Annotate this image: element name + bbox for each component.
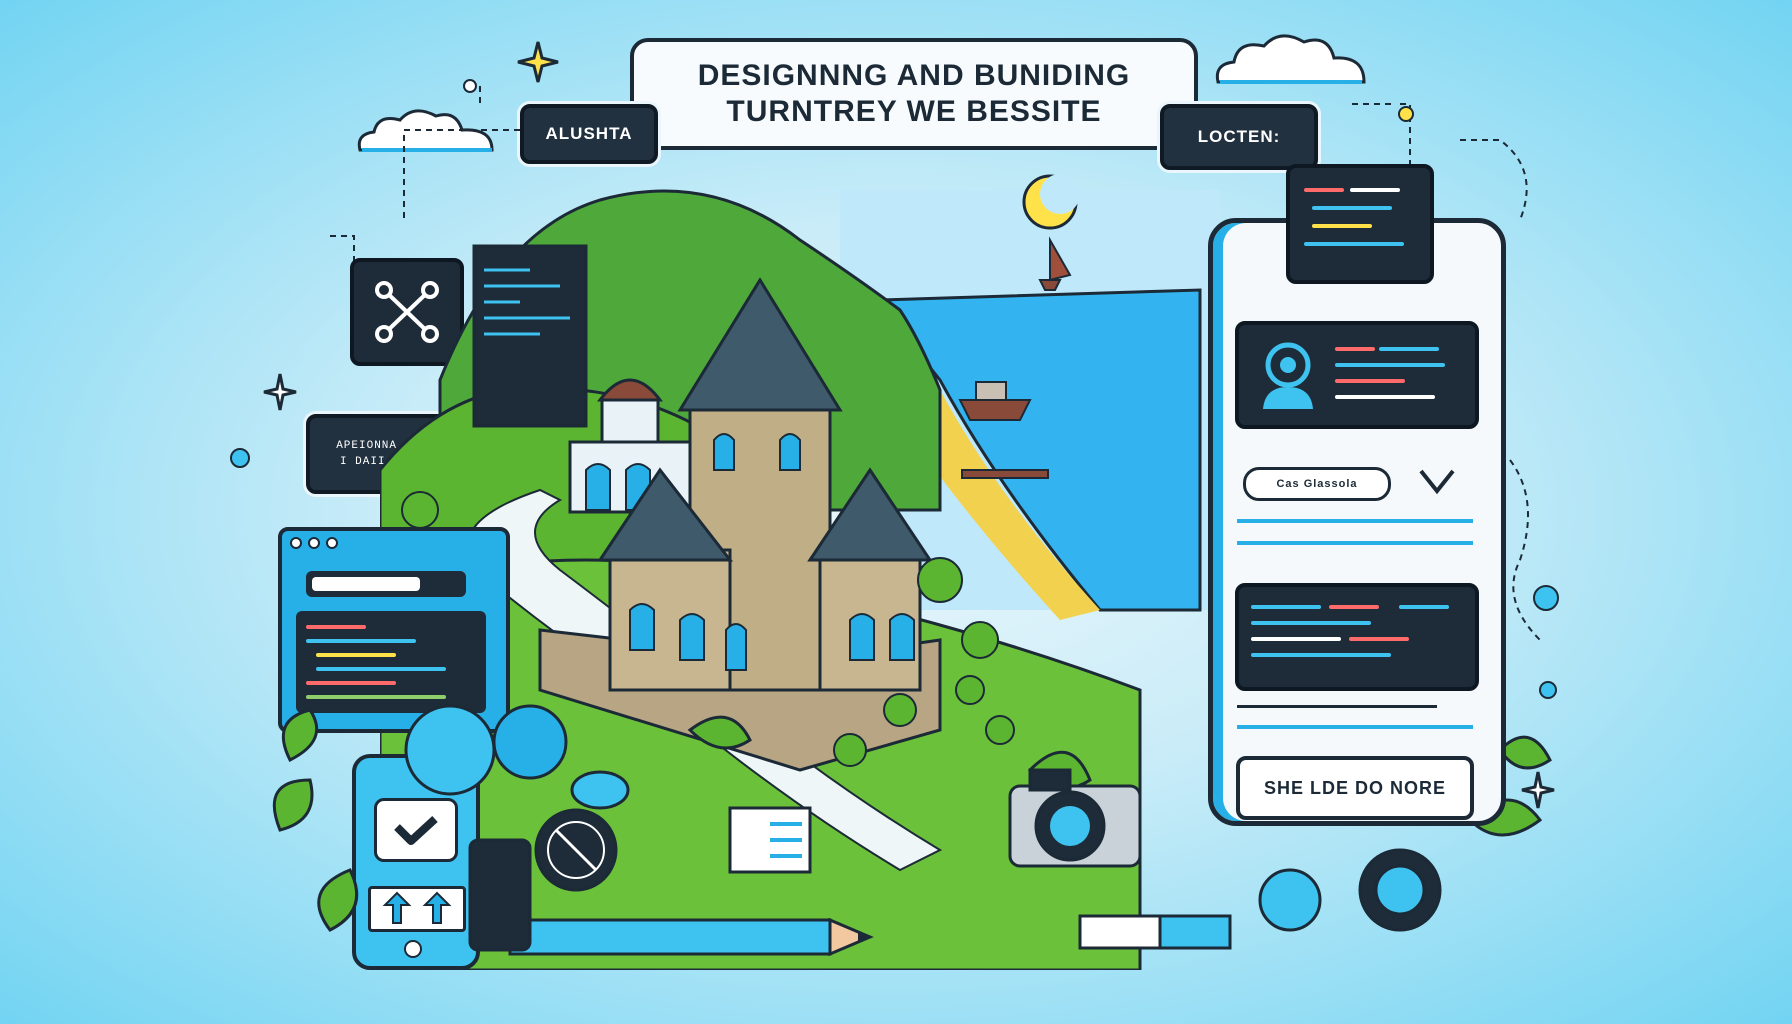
browser-window — [278, 527, 510, 733]
small-label-pill[interactable]: Cas Glassola — [1243, 467, 1391, 501]
location-tag-left: ALUSHTA — [520, 104, 658, 164]
title-line-1: DESIGNNNG AND BUNIDING — [697, 59, 1131, 92]
chevron-down-icon[interactable] — [1417, 467, 1457, 497]
code-snippet-panel — [1286, 164, 1434, 284]
checkmark-icon — [394, 816, 438, 845]
home-button[interactable] — [404, 940, 422, 958]
sparkle-icon — [517, 41, 559, 83]
divider — [1237, 541, 1473, 545]
camera-icon — [1008, 768, 1142, 868]
user-avatar-icon — [1263, 342, 1313, 409]
sparkle-icon — [263, 373, 297, 411]
location-tag-right-label: LOCTEN: — [1197, 127, 1281, 146]
more-button-label: SHE LDE DO NORE — [1263, 777, 1447, 798]
divider — [1237, 519, 1473, 523]
up-arrow-icon — [382, 891, 452, 924]
arrow-bar[interactable] — [368, 886, 466, 932]
cloud-icon — [1215, 34, 1366, 84]
page-title: DESIGNNNG AND BUNIDING TURNTREY WE BESSI… — [630, 38, 1198, 150]
divider — [1237, 725, 1473, 729]
network-icon — [375, 281, 439, 343]
smartphone-mockup: Cas Glassola — [1208, 218, 1506, 826]
address-bar[interactable] — [306, 571, 466, 597]
location-tag-left-label: ALUSHTA — [545, 124, 633, 143]
foreground-props — [272, 704, 1552, 957]
profile-card[interactable] — [1235, 321, 1479, 429]
sun-icon — [1022, 174, 1080, 230]
code-card — [1235, 583, 1479, 691]
title-line-2: TURNTREY WE BESSITE — [726, 95, 1102, 128]
pencil-icon — [508, 917, 874, 957]
code-editor — [296, 611, 486, 713]
location-tag-right: LOCTEN: — [1160, 104, 1318, 170]
divider — [1237, 705, 1437, 708]
window-dots — [290, 537, 338, 549]
more-button[interactable]: SHE LDE DO NORE — [1236, 756, 1474, 820]
sparkle-icon — [1521, 771, 1555, 809]
network-panel — [350, 258, 464, 366]
small-label-text: Cas Glassola — [1276, 478, 1358, 490]
checkmark-card[interactable] — [374, 798, 458, 862]
